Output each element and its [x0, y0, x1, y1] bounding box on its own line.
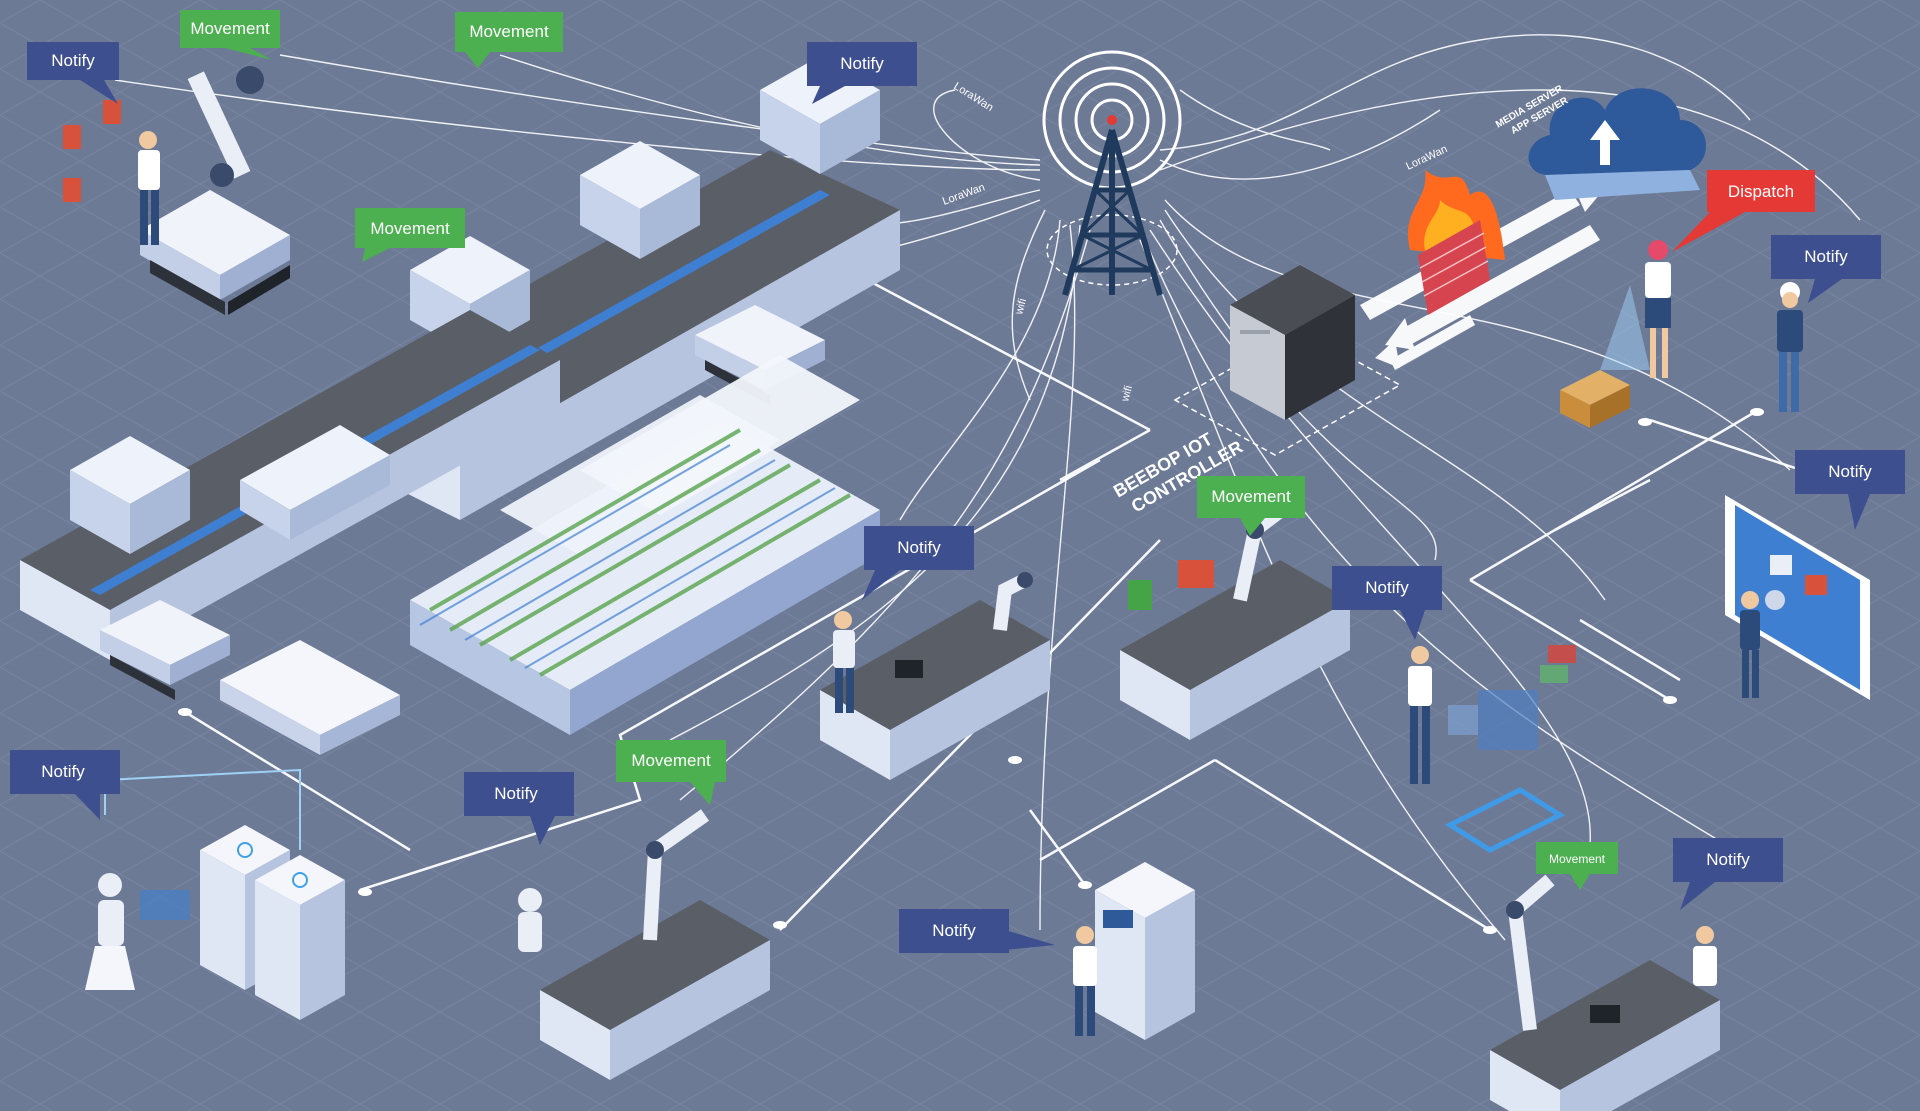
- bottom-server-tower: [1095, 862, 1195, 1040]
- notify-callout-6-label: Notify: [1365, 578, 1409, 597]
- notify-callout-9-label: Notify: [932, 921, 976, 940]
- notify-callout-5-label: Notify: [897, 538, 941, 557]
- notify-callout-3-label: Notify: [1804, 247, 1848, 266]
- notify-callout-1-label: Notify: [51, 51, 95, 70]
- movement-callout-5-label: Movement: [631, 751, 711, 770]
- notify-callout-2-label: Notify: [840, 54, 884, 73]
- movement-callout-3-label: Movement: [370, 219, 450, 238]
- notify-callout-7-label: Notify: [41, 762, 85, 781]
- movement-callout-1-label: Movement: [190, 19, 270, 38]
- movement-callout-4-label: Movement: [1211, 487, 1291, 506]
- movement-callout-2-label: Movement: [469, 22, 549, 41]
- notify-callout-4-label: Notify: [1828, 462, 1872, 481]
- dispatch-callout-label: Dispatch: [1728, 182, 1794, 201]
- notify-callout-10-label: Notify: [1706, 850, 1750, 869]
- notify-callout-8-label: Notify: [494, 784, 538, 803]
- movement-callout-6-label: Movement: [1549, 852, 1606, 866]
